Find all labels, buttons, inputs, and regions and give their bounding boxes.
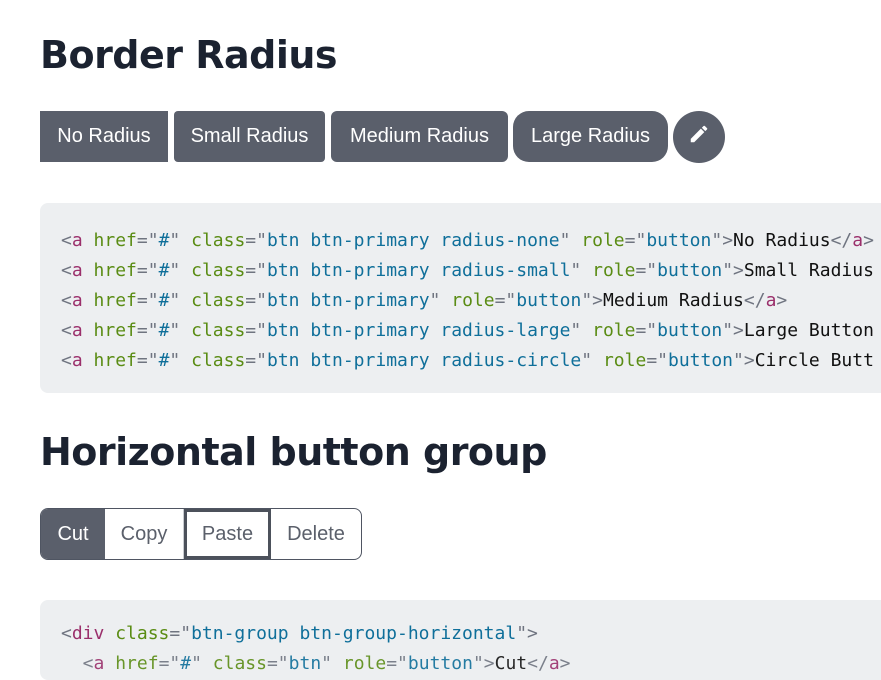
section-title-border-radius: Border Radius	[40, 33, 338, 77]
code-line: <a href="#" class="btn btn-primary radiu…	[61, 230, 874, 251]
code-line: <a href="#" class="btn btn-primary radiu…	[61, 350, 874, 371]
copy-button[interactable]: Copy	[105, 509, 184, 559]
code-block-group: <div class="btn-group btn-group-horizont…	[40, 600, 881, 680]
section-title-horizontal-group: Horizontal button group	[40, 430, 547, 474]
pencil-icon	[688, 123, 710, 151]
no-radius-button[interactable]: No Radius	[40, 111, 168, 162]
delete-button[interactable]: Delete	[287, 522, 345, 545]
horizontal-button-group: Cut Copy Paste Delete	[40, 508, 362, 560]
code-line: <div class="btn-group btn-group-horizont…	[61, 623, 538, 644]
paste-button[interactable]: Paste	[184, 509, 271, 559]
small-radius-button[interactable]: Small Radius	[174, 111, 325, 162]
code-line: <a href="#" class="btn" role="button">Cu…	[61, 653, 571, 674]
code-line: <a href="#" class="btn btn-primary" role…	[61, 290, 788, 311]
circle-radius-button[interactable]	[673, 111, 725, 163]
code-block-radius: <a href="#" class="btn btn-primary radiu…	[40, 203, 881, 393]
cut-button[interactable]: Cut	[41, 509, 105, 559]
code-line: <a href="#" class="btn btn-primary radiu…	[61, 320, 874, 341]
code-line: <a href="#" class="btn btn-primary radiu…	[61, 260, 874, 281]
large-radius-button[interactable]: Large Radius	[513, 111, 668, 162]
medium-radius-button[interactable]: Medium Radius	[331, 111, 508, 162]
